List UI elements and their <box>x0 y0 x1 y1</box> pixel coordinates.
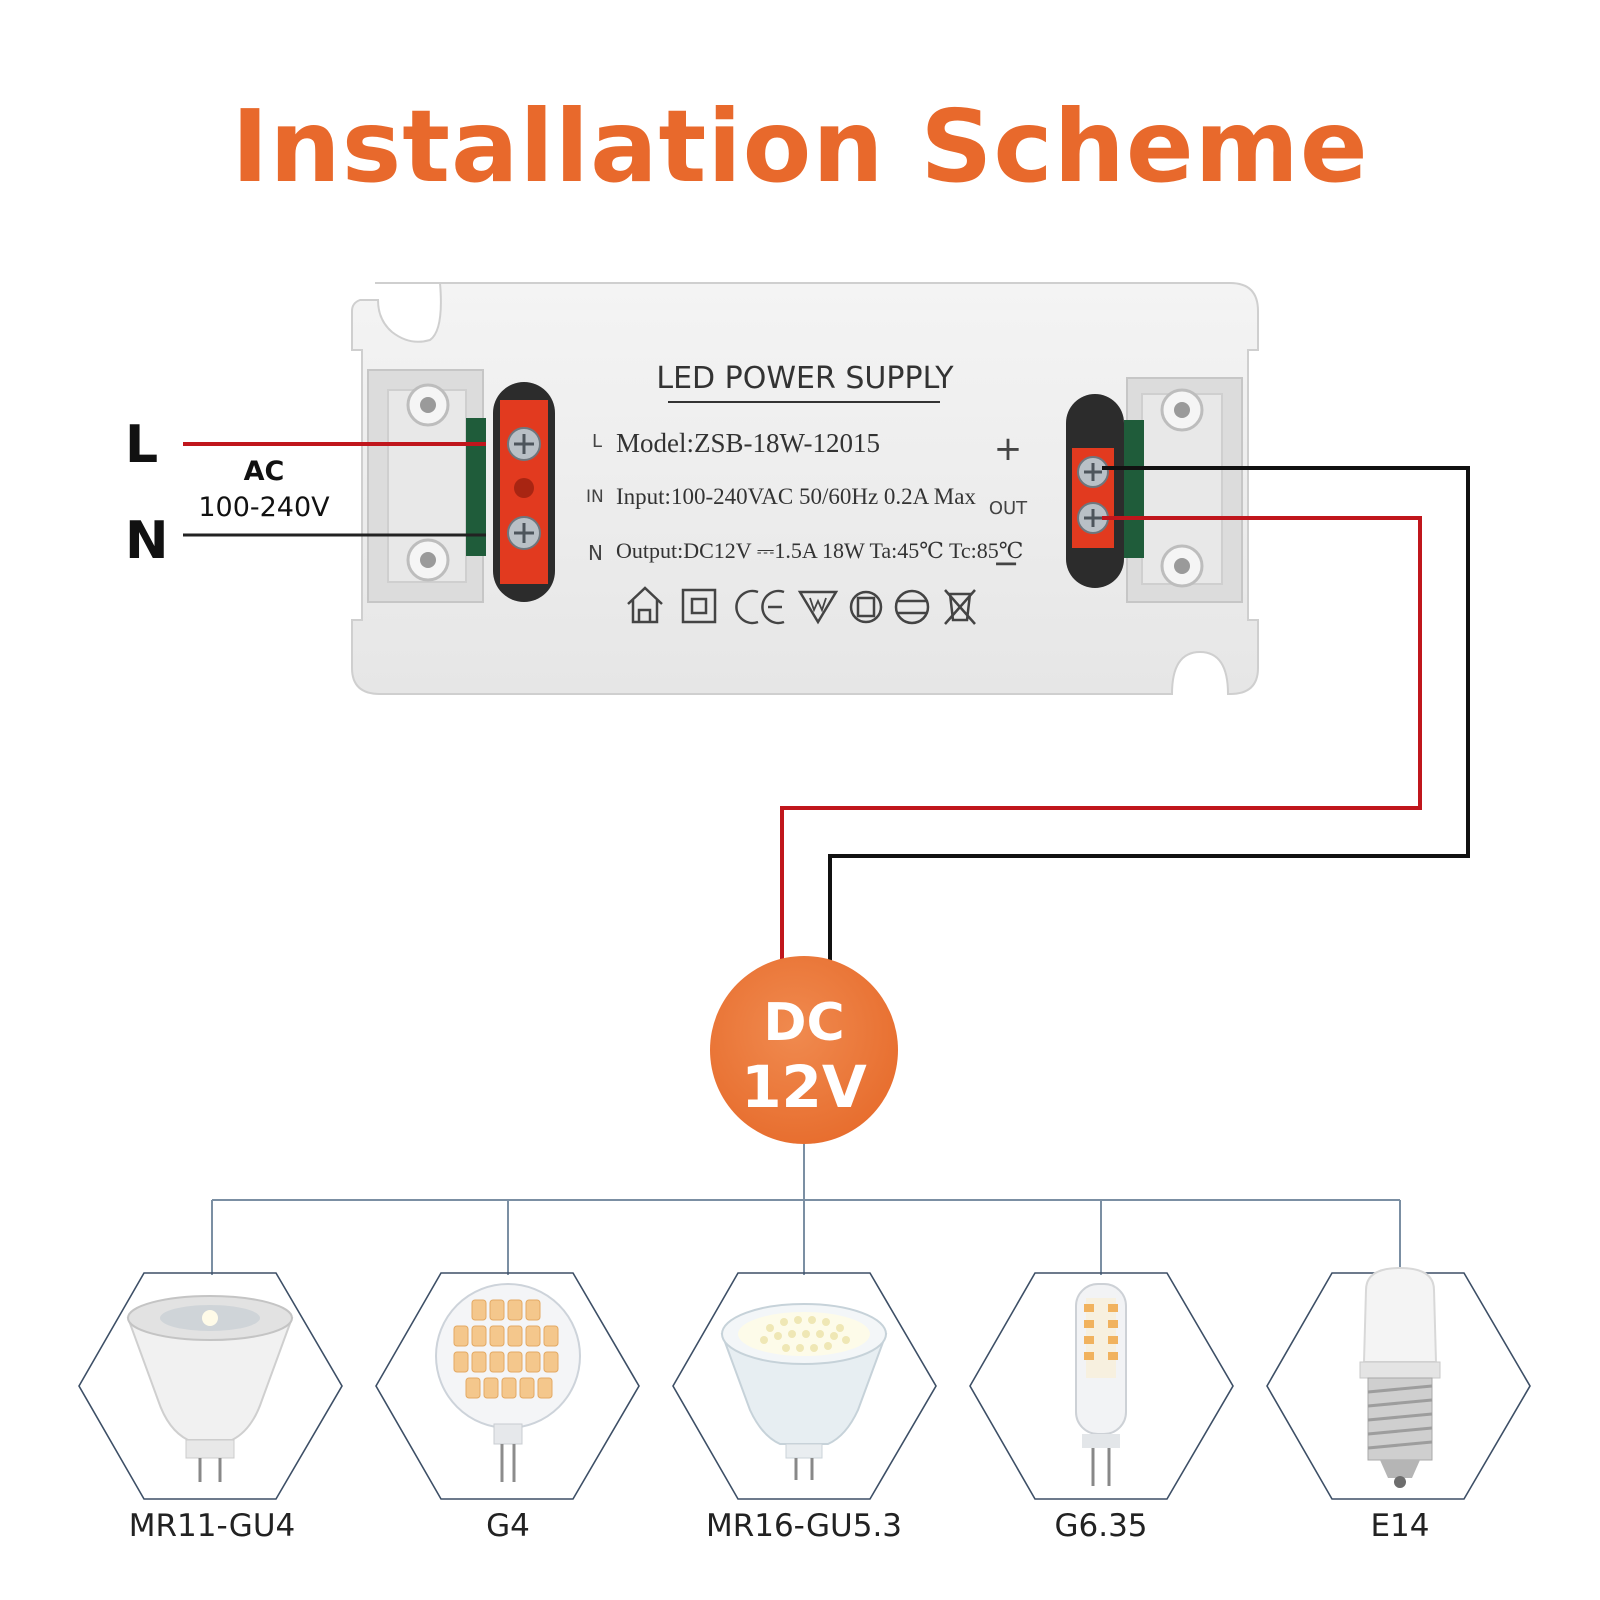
neutral-label: N <box>125 511 169 571</box>
bulb-label-g635: G6.35 <box>1054 1508 1148 1544</box>
output-spec-text: Output:DC12V ⎓1.5A 18W Ta:45℃ Tc:85℃ <box>616 538 1023 563</box>
wire-positive <box>780 516 1422 962</box>
transformer-icon <box>849 590 883 624</box>
model-text: Model:ZSB-18W-12015 <box>616 428 880 458</box>
bulb-label-g4: G4 <box>486 1508 530 1544</box>
g4-led-disc-icon <box>435 1283 581 1482</box>
ac-label: AC <box>244 456 285 487</box>
hexagon-frame <box>78 1272 343 1500</box>
safety-transformer-icon <box>894 589 930 625</box>
double-insulation-icon <box>681 588 717 624</box>
g635-capsule-icon <box>1075 1283 1127 1486</box>
mr16-bulb-icon <box>720 1303 888 1480</box>
bulb-label-e14: E14 <box>1370 1508 1430 1544</box>
output-plus-label: + <box>994 429 1023 469</box>
mr11-bulb-icon <box>126 1295 294 1482</box>
hub-dc-label: DC <box>763 993 844 1053</box>
input-spec-text: Input:100-240VAC 50/60Hz 0.2A Max <box>616 484 976 509</box>
ac-voltage-label: 100-240V <box>198 492 330 523</box>
power-supply-case <box>351 282 1259 695</box>
device-heading: LED POWER SUPPLY <box>656 361 954 396</box>
dc-hub-circle <box>710 956 898 1144</box>
bulb-hexagons <box>78 1272 1531 1500</box>
hexagon-frame <box>375 1272 640 1500</box>
page-title: Installation Scheme <box>231 88 1369 205</box>
distribution-lines <box>211 1144 1401 1275</box>
hexagon-frame <box>1266 1272 1531 1500</box>
hub-voltage-label: 12V <box>741 1053 867 1121</box>
hexagon-frame <box>969 1272 1234 1500</box>
hexagon-frame <box>672 1272 937 1500</box>
house-icon <box>627 586 663 624</box>
wire-negative <box>828 466 1470 962</box>
side-label-in: IN <box>586 487 604 507</box>
side-label-l: L <box>592 431 602 452</box>
side-label-n: N <box>588 541 603 565</box>
certification-icons <box>627 586 976 625</box>
e14-bulb-icon <box>1359 1266 1441 1488</box>
bulb-label-mr16: MR16-GU5.3 <box>705 1508 903 1544</box>
mm-mark-icon <box>797 590 839 625</box>
output-out-label: OUT <box>989 498 1028 519</box>
output-minus-label: − <box>993 544 1020 582</box>
weee-bin-icon <box>944 589 976 625</box>
bulb-label-mr11: MR11-GU4 <box>128 1508 296 1544</box>
ce-mark-icon <box>735 589 785 625</box>
live-label: L <box>125 415 158 475</box>
